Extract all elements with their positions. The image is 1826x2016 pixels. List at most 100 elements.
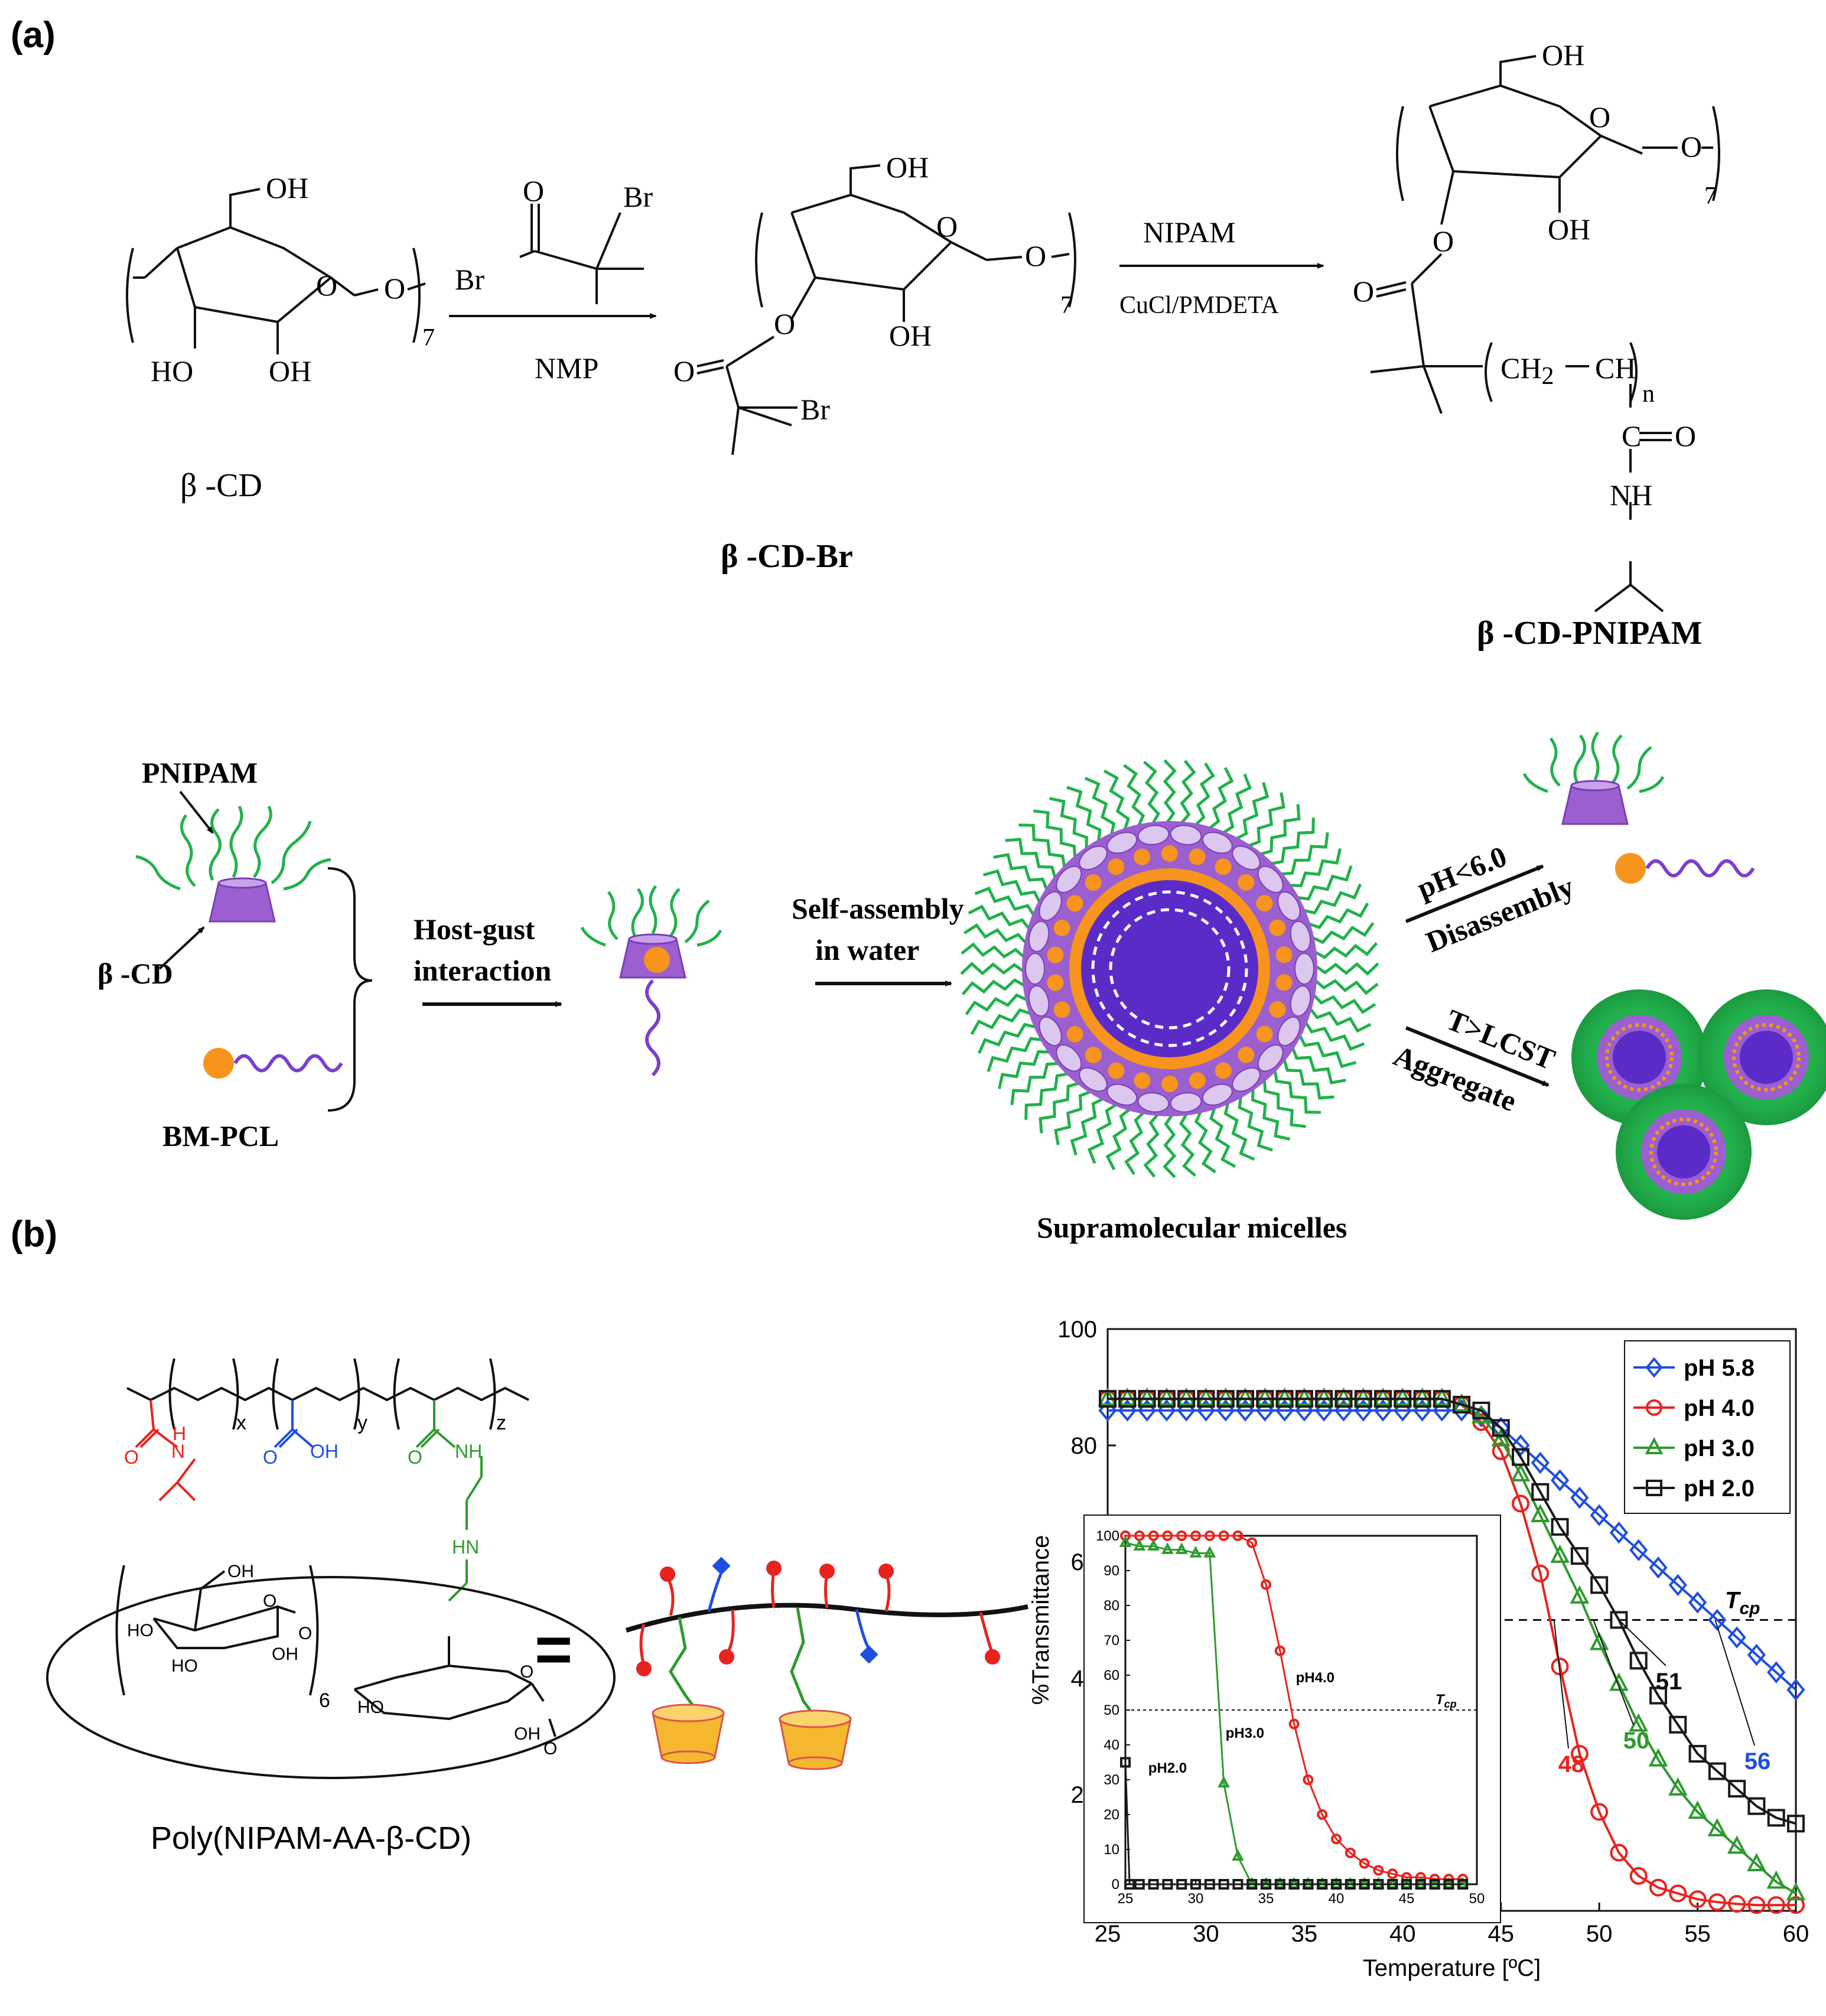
ph-condition-label: pH<6.0 (1412, 839, 1511, 905)
data-point-circle (1669, 1884, 1687, 1903)
micelle-pnipam-chain (1310, 922, 1375, 945)
data-point-diamond (1550, 1469, 1570, 1491)
micelle-pnipam-chain (993, 853, 1049, 892)
micelle-guest-head (1275, 974, 1293, 991)
data-point-square (1512, 1448, 1529, 1466)
cdbr-ester-o: O (774, 307, 795, 340)
data-point-circle (1288, 1718, 1300, 1730)
pnipam-ring-o: O (1589, 100, 1610, 133)
micelle-pnipam-chain (1220, 773, 1252, 835)
tcp-label: Tcp (1725, 1588, 1760, 1618)
data-point-circle (1629, 1867, 1648, 1885)
y-tick-label: 80 (1071, 1433, 1098, 1459)
micelle-pnipam-chain (1143, 1112, 1160, 1178)
micelle-pnipam-chain (1066, 786, 1102, 843)
tcp-value-label: 50 (1623, 1728, 1650, 1754)
micelle-pnipam-chain (1288, 848, 1342, 887)
micelle-cd-cup (1106, 1083, 1138, 1106)
data-point-square (1261, 1879, 1271, 1890)
micelle-pnipam-chain (1207, 767, 1234, 830)
reagent-cucl-pmdeta: CuCl/PMDETA (1119, 292, 1279, 319)
pnipam-subscript-n: n (1642, 380, 1655, 408)
micelles-label: Supramolecular micelles (1037, 1211, 1347, 1244)
beta-cd-scheme-label: β -CD (97, 957, 173, 990)
inset-series-ph2-0 (1120, 1757, 1469, 1890)
self-assembly-label-2: in water (815, 933, 919, 966)
micelle-pnipam-chain (963, 923, 1028, 945)
micelle-cd-cup (1277, 1016, 1301, 1047)
cd-glyco-o: O (298, 1624, 312, 1643)
x-tick-label: 45 (1488, 1921, 1514, 1947)
panel-b-label: (b) (11, 1214, 57, 1255)
data-point-circle (1531, 1564, 1550, 1582)
micelle-cd-cup (1294, 953, 1314, 985)
tcp-callout-line (1553, 1620, 1569, 1749)
data-point-square (1359, 1879, 1370, 1890)
x-tick-label: 35 (1291, 1921, 1318, 1947)
micelle-cd-cup (1039, 891, 1062, 921)
data-point-circle (1162, 1530, 1173, 1541)
x-tick-label: 30 (1193, 1921, 1219, 1947)
micelle-pnipam-chain (1295, 865, 1353, 901)
data-point-square (1767, 1809, 1785, 1827)
legend: pH 5.8pH 4.0pH 3.0pH 2.0 (1624, 1340, 1791, 1514)
micelle-cd-cup (1039, 1016, 1062, 1047)
micelle-pnipam-chain (987, 1037, 1044, 1072)
data-point-triangle (1648, 1748, 1668, 1767)
micelle-pnipam-chain (1297, 1033, 1357, 1069)
data-point-triangle (1609, 1672, 1629, 1691)
micelle-guest-head (1269, 1001, 1286, 1018)
beta-cd-br-structure (696, 164, 1076, 455)
micelle-cd-cup (1079, 1067, 1108, 1092)
aggregate-particle (1698, 989, 1826, 1125)
micelle-cd-cup (1257, 865, 1284, 893)
micelle-guest-head (1134, 1072, 1151, 1089)
inset-x-tick-label: 50 (1469, 1891, 1485, 1907)
micelle-pnipam-chain (1246, 792, 1285, 848)
micelle-pnipam-chain (1238, 1094, 1273, 1152)
self-assembly-label-1: Self-assembly (792, 892, 964, 925)
aggregate-particle (1616, 1084, 1752, 1220)
data-point-square (1551, 1517, 1569, 1536)
micelle-aggregates (1571, 989, 1826, 1220)
pnipam-ester-o: O (1433, 224, 1454, 258)
micelle-cd-cup (1079, 845, 1108, 871)
data-point-triangle (1334, 1387, 1353, 1406)
pnipam-label: PNIPAM (142, 756, 258, 789)
micelle-pnipam-chain (970, 1008, 1033, 1035)
data-point-square (1120, 1757, 1131, 1768)
data-point-triangle (1119, 1535, 1132, 1548)
cd-ho-left: HO (127, 1621, 154, 1640)
aa-bead-1 (712, 1556, 731, 1575)
data-point-square (1570, 1547, 1589, 1565)
series-line (1108, 1398, 1796, 1825)
data-point-square (1387, 1879, 1398, 1890)
micelle-pcl-core-ring (1109, 908, 1231, 1030)
data-point-triangle (1668, 1777, 1688, 1796)
pnipam-amide-o: O (1675, 419, 1696, 452)
transmittance-chart: 2530354045505560020406080100Temperature … (1028, 1317, 1809, 1981)
micelle-cd-cup (1170, 1092, 1202, 1113)
data-point-diamond (1511, 1434, 1530, 1457)
cd-cup-2 (779, 1709, 852, 1770)
micelle-guest-head (1108, 858, 1125, 875)
data-point-triangle (1161, 1542, 1174, 1554)
micelle-pnipam-chain (1233, 781, 1270, 841)
pnipam-nh: NH (1610, 478, 1652, 512)
micelle-pnipam-chain (1258, 804, 1301, 856)
micelle-pnipam-chain (1194, 1109, 1216, 1174)
data-point-diamond (1688, 1591, 1707, 1614)
linker-nh: NH (455, 1441, 482, 1462)
micelle-guest-head (1053, 1001, 1070, 1018)
micelle-pnipam-chain (1179, 760, 1196, 826)
beta-cd-ring-o: O (316, 269, 337, 302)
data-point-circle (1373, 1865, 1384, 1876)
data-point-square (1118, 1390, 1137, 1408)
data-point-square (1204, 1879, 1215, 1890)
micelle-pnipam-chain (1087, 1102, 1119, 1164)
micelle-pnipam-chain (968, 904, 1031, 932)
data-point-square (1373, 1879, 1384, 1890)
data-point-triangle (1117, 1387, 1137, 1406)
micelle-guest-head (1161, 1076, 1179, 1092)
legend-box (1624, 1340, 1791, 1514)
